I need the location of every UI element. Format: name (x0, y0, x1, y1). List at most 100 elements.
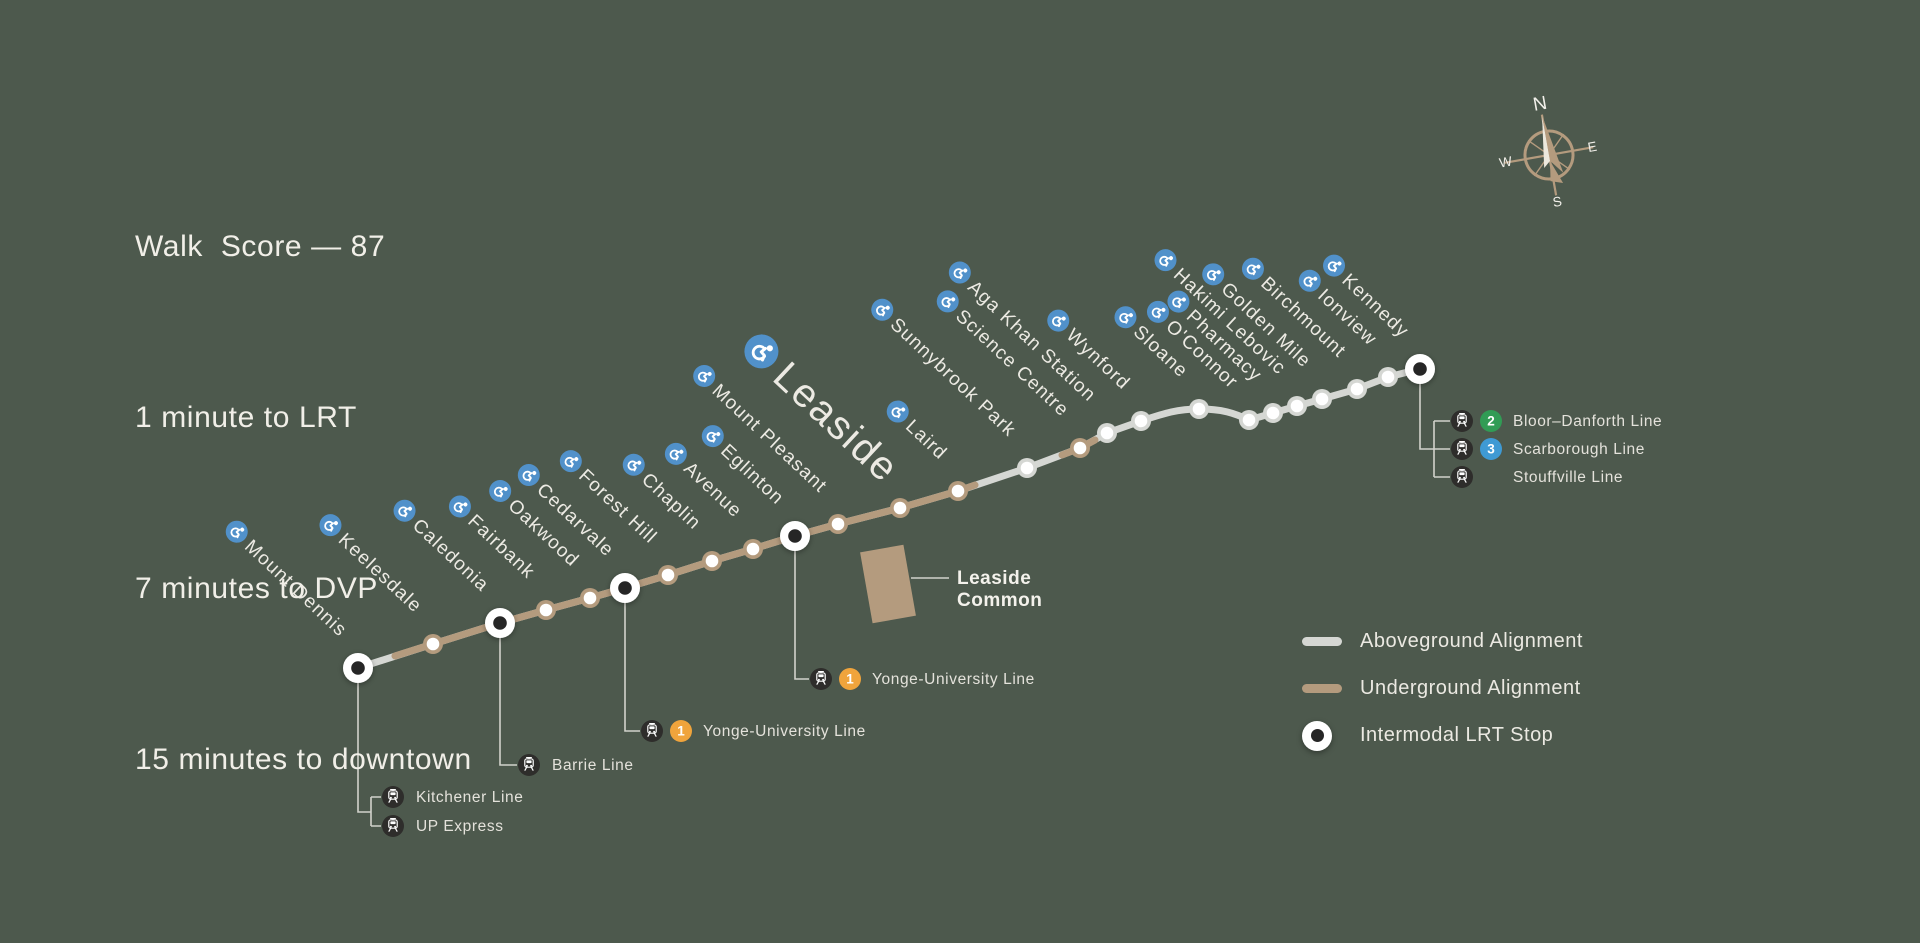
connection-scarborough-line: 3 Scarborough Line (1451, 438, 1645, 460)
stop-wynford (1131, 411, 1151, 431)
connector-line-eglinton (794, 547, 809, 680)
connection-bloor-danforth-line: 2 Bloor–Danforth Line (1451, 410, 1662, 432)
train-icon (518, 754, 540, 776)
line-number-badge (1480, 410, 1502, 432)
connection-stouffville-line: Stouffville Line (1451, 466, 1623, 488)
stop-laird (948, 481, 968, 501)
stop-fairbank (536, 600, 556, 620)
train-icon (382, 815, 404, 837)
stop-hakimi-lebovic (1287, 396, 1307, 416)
line-number: 1 (846, 672, 854, 687)
stop-oakwood (580, 588, 600, 608)
line-number: 3 (1487, 442, 1495, 457)
stop-sloane (1189, 399, 1209, 419)
stop-caledonia (485, 608, 515, 638)
leaside-common-site (860, 544, 916, 624)
wheelchair-accessible-icon (701, 425, 724, 448)
stop-ionview (1378, 367, 1398, 387)
wheelchair-accessible-icon (1146, 300, 1169, 323)
stop-sunnybrook-park (1017, 458, 1037, 478)
stat-downtown: 15 minutes to downtown (135, 743, 472, 776)
connection-label: Bloor–Danforth Line (1513, 413, 1662, 430)
wheelchair-accessible-icon (622, 453, 645, 476)
compass-letter-north: N (1531, 93, 1548, 116)
connection-kitchener-line: Kitchener Line (382, 786, 524, 808)
stop-avenue (743, 539, 763, 559)
lrt-stops (343, 354, 1435, 683)
legend-row-intermodal: Intermodal LRT Stop (1302, 720, 1583, 751)
line-number-badge (1480, 438, 1502, 460)
stop-leaside (890, 498, 910, 518)
stop-keelesdale (423, 634, 443, 654)
map-legend: Aboveground Alignment Underground Alignm… (1302, 626, 1583, 767)
leaside-common-label: Common (957, 590, 1042, 611)
stop-aga-khan-station (1097, 423, 1117, 443)
connector-line-kennedy (1419, 384, 1450, 478)
stop-science-centre (1070, 438, 1090, 458)
wheelchair-accessible-icon (559, 450, 582, 473)
connection-label: Yonge-University Line (703, 723, 866, 740)
intermodal-stop-swatch (1302, 720, 1346, 751)
wheelchair-accessible-icon (517, 464, 540, 487)
train-icon (382, 786, 404, 808)
train-icon (1451, 410, 1473, 432)
legend-label: Intermodal LRT Stop (1360, 724, 1554, 746)
stop-eglinton (780, 521, 810, 551)
connector-line-cedarvale (624, 599, 640, 732)
wheelchair-accessible-icon (1323, 254, 1346, 277)
property-stats: Walk Score — 87 1 minute to LRT 7 minute… (135, 104, 472, 902)
connection-label: Stouffville Line (1513, 469, 1623, 486)
wheelchair-accessible-icon (1167, 290, 1190, 313)
line-number-badge (839, 668, 861, 690)
connection-label: UP Express (416, 818, 504, 835)
connection-lines (357, 384, 1450, 827)
stat-walk-score: Walk Score — 87 (135, 230, 386, 263)
line-number-badge (670, 720, 692, 742)
station-name: Laird (901, 416, 951, 464)
legend-row-aboveground: Aboveground Alignment (1302, 626, 1583, 657)
compass-letter-south: S (1552, 194, 1563, 210)
legend-row-underground: Underground Alignment (1302, 673, 1583, 704)
connector-line-caledonia (499, 634, 517, 766)
wheelchair-accessible-icon (225, 520, 248, 543)
stop-birchmount (1347, 379, 1367, 399)
wheelchair-accessible-icon (319, 514, 342, 537)
train-icon (810, 668, 832, 690)
stop-kennedy (1405, 354, 1435, 384)
stop-o-connor (1239, 410, 1259, 430)
wheelchair-accessible-icon (1154, 249, 1177, 272)
wheelchair-accessible-icon (1047, 309, 1070, 332)
stop-pharmacy (1263, 403, 1283, 423)
connection-yonge-university-line: 1 Yonge-University Line (810, 668, 1035, 690)
wheelchair-accessible-icon (1241, 257, 1264, 280)
stop-chaplin (702, 551, 722, 571)
wheelchair-accessible-icon (448, 495, 471, 518)
connection-label: Yonge-University Line (872, 671, 1035, 688)
wheelchair-accessible-icon (693, 364, 716, 387)
wheelchair-accessible-icon (871, 298, 894, 321)
train-icon (1451, 438, 1473, 460)
wheelchair-accessible-icon (936, 290, 959, 313)
stop-golden-mile (1312, 389, 1332, 409)
station-name: Sunnybrook Park (886, 314, 1020, 441)
stat-dvp: 7 minutes to DVP (135, 572, 379, 605)
aboveground-line-swatch (1302, 637, 1346, 646)
wheelchair-accessible-icon (393, 499, 416, 522)
wheelchair-accessible-icon (744, 334, 779, 369)
connection-label: Kitchener Line (416, 789, 524, 806)
connection-label: Scarborough Line (1513, 441, 1645, 458)
line-number: 2 (1487, 414, 1495, 429)
stat-lrt: 1 minute to LRT (135, 401, 357, 434)
wheelchair-accessible-icon (1202, 263, 1225, 286)
connection-yonge-university-line: 1 Yonge-University Line (641, 720, 866, 742)
wheelchair-accessible-icon (1298, 269, 1321, 292)
line-number: 1 (677, 724, 685, 739)
wheelchair-accessible-icon (1114, 306, 1137, 329)
leaside-common-label: Leaside (957, 568, 1031, 589)
wheelchair-accessible-icon (489, 479, 512, 502)
legend-label: Underground Alignment (1360, 677, 1581, 699)
